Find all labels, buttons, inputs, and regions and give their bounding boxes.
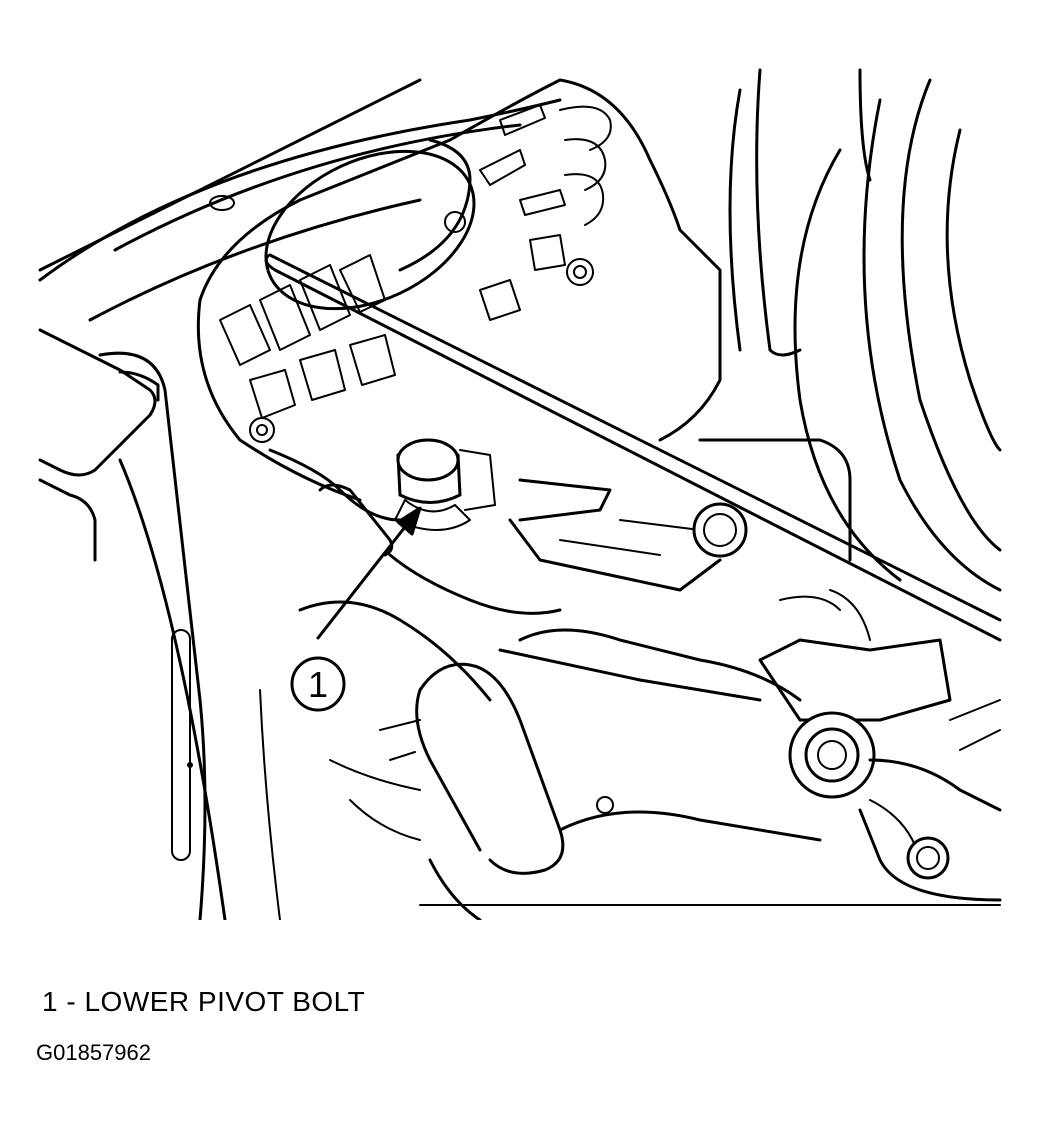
alternator-mounting-illustration: 1 bbox=[38, 68, 1002, 920]
right-engine-components bbox=[508, 68, 1002, 592]
lower-hose bbox=[298, 600, 822, 920]
callout-1-leader bbox=[316, 506, 422, 640]
callout-1-badge: 1 bbox=[290, 656, 346, 712]
figure-id: G01857962 bbox=[36, 1040, 151, 1065]
legend-description: LOWER PIVOT BOLT bbox=[84, 986, 366, 1017]
callout-1-number: 1 bbox=[308, 664, 328, 705]
drive-belt bbox=[264, 253, 1002, 642]
legend-entry-1: 1 - LOWER PIVOT BOLT bbox=[42, 986, 365, 1018]
left-bracket bbox=[38, 328, 281, 920]
lower-right-bracket bbox=[758, 589, 1002, 902]
upper-fender-panel bbox=[38, 78, 562, 322]
legend-number: 1 bbox=[42, 986, 59, 1017]
lower-pivot-bolt bbox=[394, 438, 496, 531]
legend-separator: - bbox=[58, 986, 85, 1017]
alternator bbox=[196, 78, 722, 615]
